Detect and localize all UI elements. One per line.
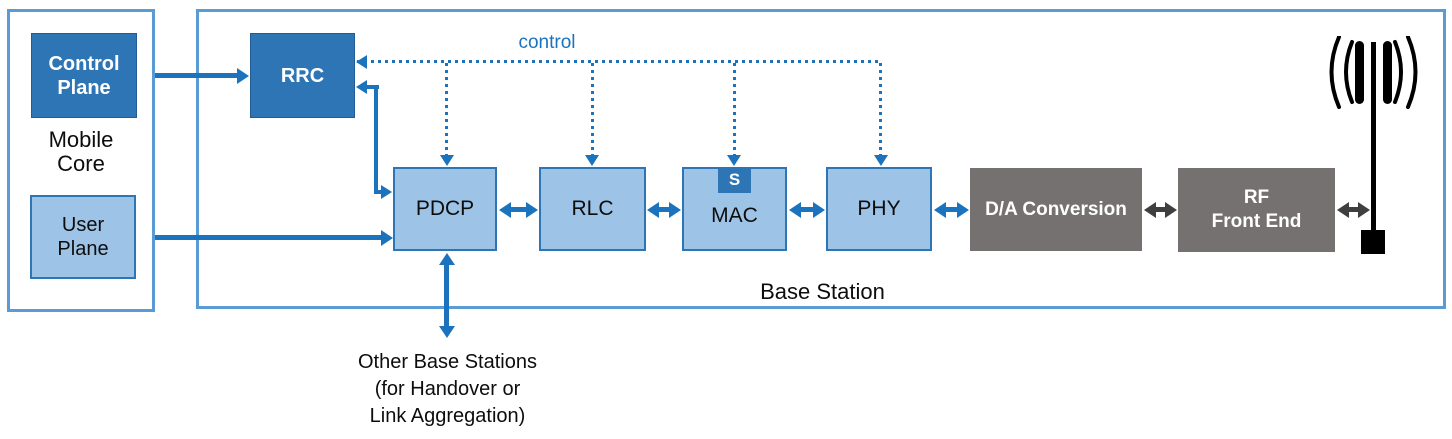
base-station-box	[196, 9, 1446, 309]
arrow-control-plane-to-rrc	[155, 67, 249, 84]
rlc-box: RLC	[539, 167, 646, 251]
arrow-pdcp-other-base-stations	[438, 253, 455, 338]
phy-box: PHY	[826, 167, 932, 251]
other-base-stations-line3: Link Aggregation)	[369, 405, 526, 427]
control-drop-mac	[733, 63, 736, 155]
arrow-rf-antenna	[1337, 201, 1370, 218]
control-drop-pdcp-head	[440, 155, 454, 166]
mobile-core-label: Mobile Core	[48, 127, 114, 176]
control-drop-rlc-head	[585, 155, 599, 166]
pdcp-box: PDCP	[393, 167, 497, 251]
control-drop-pdcp	[445, 63, 448, 155]
control-drop-rlc	[591, 63, 594, 155]
arrow-rlc-mac	[647, 201, 681, 218]
control-plane-label: Control Plane	[48, 52, 120, 99]
user-plane-box: User Plane	[30, 195, 136, 279]
arrow-mac-phy	[789, 201, 825, 218]
arrow-phy-da	[934, 201, 969, 218]
arrow-rrc-pdcp-seg1	[366, 85, 379, 89]
other-base-stations-line2: (for Handover or	[374, 378, 521, 400]
rf-front-end-label-line1: RF	[1243, 187, 1270, 208]
control-plane-box: Control Plane	[31, 33, 137, 118]
other-base-stations-label: Other Base Stations (for Handover or Lin…	[340, 349, 555, 430]
rf-front-end-box: RF Front End	[1178, 168, 1335, 252]
arrow-da-rf	[1144, 201, 1177, 218]
mac-scheduler-badge: S	[718, 167, 751, 193]
control-drop-phy	[879, 63, 882, 155]
arrow-pdcp-rlc	[499, 201, 538, 218]
rf-front-end-label-line2: Front End	[1211, 211, 1302, 232]
arrow-rrc-pdcp-seg2	[374, 85, 378, 194]
arrow-rrc-pdcp-seg3	[374, 190, 382, 194]
control-bus-line	[357, 60, 882, 63]
control-drop-mac-head	[727, 155, 741, 166]
control-drop-phy-head	[874, 155, 888, 166]
arrow-rrc-pdcp-head-rrc	[356, 80, 367, 94]
control-bus-label: control	[518, 32, 576, 53]
rrc-box: RRC	[250, 33, 355, 118]
da-conversion-box: D/A Conversion	[970, 168, 1142, 251]
base-station-label: Base Station	[760, 279, 885, 304]
antenna-icon	[1329, 36, 1418, 254]
arrow-user-plane-to-pdcp	[155, 229, 393, 246]
other-base-stations-line1: Other Base Stations	[358, 351, 537, 373]
user-plane-label: User Plane	[57, 214, 109, 260]
arrow-rrc-pdcp-head-pdcp	[381, 185, 392, 199]
